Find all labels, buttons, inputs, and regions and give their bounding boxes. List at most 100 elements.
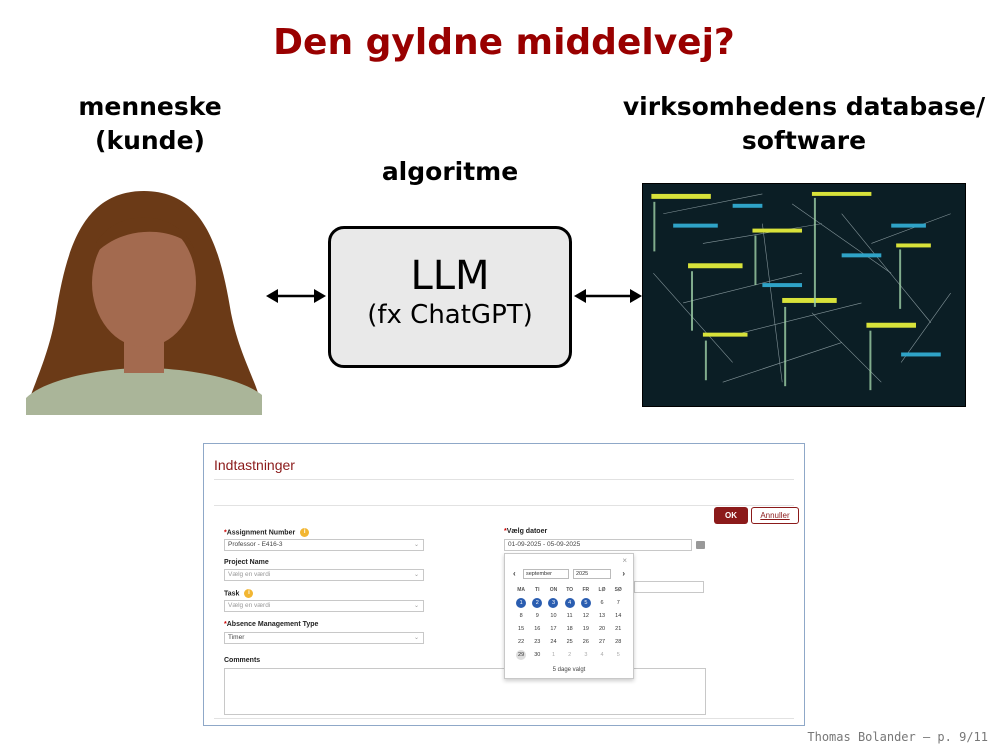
- task-placeholder: Vælg en værdi: [228, 602, 271, 609]
- calendar-day-number: 11: [566, 613, 573, 619]
- absence-type-label-text: Absence Management Type: [226, 621, 319, 628]
- calendar-day-number: 21: [615, 626, 622, 632]
- calendar-day[interactable]: 18: [562, 624, 578, 637]
- calendar-day[interactable]: 6: [594, 598, 610, 611]
- calendar-day[interactable]: 25: [562, 637, 578, 650]
- divider: [214, 718, 794, 719]
- calendar-day-number: 12: [582, 613, 589, 619]
- calendar-day-number: 14: [615, 613, 622, 619]
- calendar-day[interactable]: 2: [562, 650, 578, 663]
- calendar-day-number: 8: [519, 613, 523, 619]
- calendar-day-number: 2: [568, 652, 572, 658]
- calendar-day-number: 4: [564, 598, 575, 608]
- calendar-day-number: 28: [615, 639, 622, 645]
- calendar-day[interactable]: 3: [545, 598, 561, 611]
- date-range-input[interactable]: 01-09-2025 - 05-09-2025: [504, 539, 692, 551]
- calendar-day-number: 27: [598, 639, 606, 645]
- calendar-day[interactable]: 9: [529, 611, 545, 624]
- calendar-day-number: 23: [534, 639, 541, 645]
- calendar-day[interactable]: 30: [529, 650, 545, 663]
- chevron-down-icon: ⌄: [413, 603, 419, 609]
- calendar-day[interactable]: 7: [610, 598, 626, 611]
- calendar-day[interactable]: 16: [529, 624, 545, 637]
- form-header: Indtastninger: [214, 457, 295, 473]
- chevron-down-icon: ⌄: [413, 542, 419, 548]
- calendar-day[interactable]: 8: [513, 611, 529, 624]
- calendar-day-number: 4: [600, 652, 604, 658]
- calendar-day[interactable]: 21: [610, 624, 626, 637]
- calendar-day[interactable]: 22: [513, 637, 529, 650]
- calendar-day[interactable]: 4: [562, 598, 578, 611]
- required-mark: *: [224, 621, 227, 628]
- project-name-placeholder: Vælg en værdi: [228, 571, 271, 578]
- next-month-icon[interactable]: ›: [622, 569, 625, 578]
- calendar-day[interactable]: 3: [578, 650, 594, 663]
- calendar-day[interactable]: 17: [545, 624, 561, 637]
- calendar-day-number: 19: [582, 626, 589, 632]
- database-schema-image: [642, 183, 966, 407]
- calendar-day[interactable]: 4: [594, 650, 610, 663]
- info-icon[interactable]: i: [244, 589, 254, 598]
- human-label: menneske (kunde): [40, 90, 260, 158]
- weekday-label: TI: [535, 587, 540, 593]
- database-label: virksomhedens database/ software: [600, 90, 1008, 158]
- calendar-day[interactable]: 24: [545, 637, 561, 650]
- info-icon[interactable]: i: [300, 528, 310, 537]
- calendar-day[interactable]: 19: [578, 624, 594, 637]
- calendar-day[interactable]: 5: [578, 598, 594, 611]
- form-panel: Indtastninger OK Annuller * Assignment Nu…: [203, 443, 805, 726]
- calendar-day[interactable]: 20: [594, 624, 610, 637]
- calendar-day[interactable]: 13: [594, 611, 610, 624]
- date-label: *Vælg datoer: [504, 528, 547, 535]
- calendar-icon[interactable]: [696, 541, 705, 549]
- calendar-day-number: 17: [550, 626, 557, 632]
- ok-button[interactable]: OK: [714, 507, 748, 524]
- calendar-day[interactable]: 11: [562, 611, 578, 624]
- previous-month-icon[interactable]: ‹: [513, 569, 516, 578]
- calendar-day[interactable]: 27: [594, 637, 610, 650]
- weekday-label: SØ: [614, 587, 622, 593]
- project-name-select[interactable]: Vælg en værdi⌄: [224, 569, 424, 581]
- cancel-button[interactable]: Annuller: [751, 507, 799, 524]
- calendar-day[interactable]: 29: [513, 650, 529, 663]
- calendar-day[interactable]: 15: [513, 624, 529, 637]
- calendar-day[interactable]: 26: [578, 637, 594, 650]
- database-label-line1: virksomhedens database/: [622, 92, 986, 121]
- month-select[interactable]: september: [523, 569, 569, 579]
- calendar-day[interactable]: 1: [513, 598, 529, 611]
- absence-type-select[interactable]: Timer⌄: [224, 632, 424, 644]
- calendar-day[interactable]: 14: [610, 611, 626, 624]
- close-icon[interactable]: ×: [622, 556, 627, 565]
- slide-footer: Thomas Bolander – p. 9/11: [807, 730, 988, 744]
- date-label-text: Vælg datoer: [506, 528, 548, 535]
- absence-type-label: *Absence Management Type: [224, 621, 318, 628]
- chevron-down-icon: ⌄: [413, 635, 419, 641]
- project-name-label: Project Name: [224, 559, 269, 566]
- calendar-day[interactable]: 12: [578, 611, 594, 624]
- date-secondary-input[interactable]: [634, 581, 704, 593]
- calendar-day-number: 10: [550, 613, 557, 619]
- calendar-day-number: 24: [550, 639, 557, 645]
- calendar-day[interactable]: 28: [610, 637, 626, 650]
- calendar-day[interactable]: 2: [529, 598, 545, 611]
- llm-box: LLM (fx ChatGPT): [328, 226, 572, 368]
- required-mark: *: [504, 528, 507, 535]
- weekday-label: MA: [517, 587, 525, 593]
- year-stepper[interactable]: 2025: [573, 569, 611, 579]
- comments-label: Comments: [224, 657, 261, 664]
- human-label-line2: (kunde): [95, 126, 205, 155]
- calendar-day-number: 1: [516, 598, 527, 608]
- task-select[interactable]: Vælg en værdi ⌄: [224, 600, 424, 612]
- calendar-day[interactable]: 1: [545, 650, 561, 663]
- comments-textarea[interactable]: [224, 668, 706, 715]
- calendar-day[interactable]: 5: [610, 650, 626, 663]
- assignment-number-select[interactable]: Professor - E416-3⌄: [224, 539, 424, 551]
- calendar-day[interactable]: 10: [545, 611, 561, 624]
- weekday-label: LØ: [598, 587, 606, 593]
- calendar-day[interactable]: 23: [529, 637, 545, 650]
- assignment-number-label-text: Assignment Number: [226, 529, 296, 537]
